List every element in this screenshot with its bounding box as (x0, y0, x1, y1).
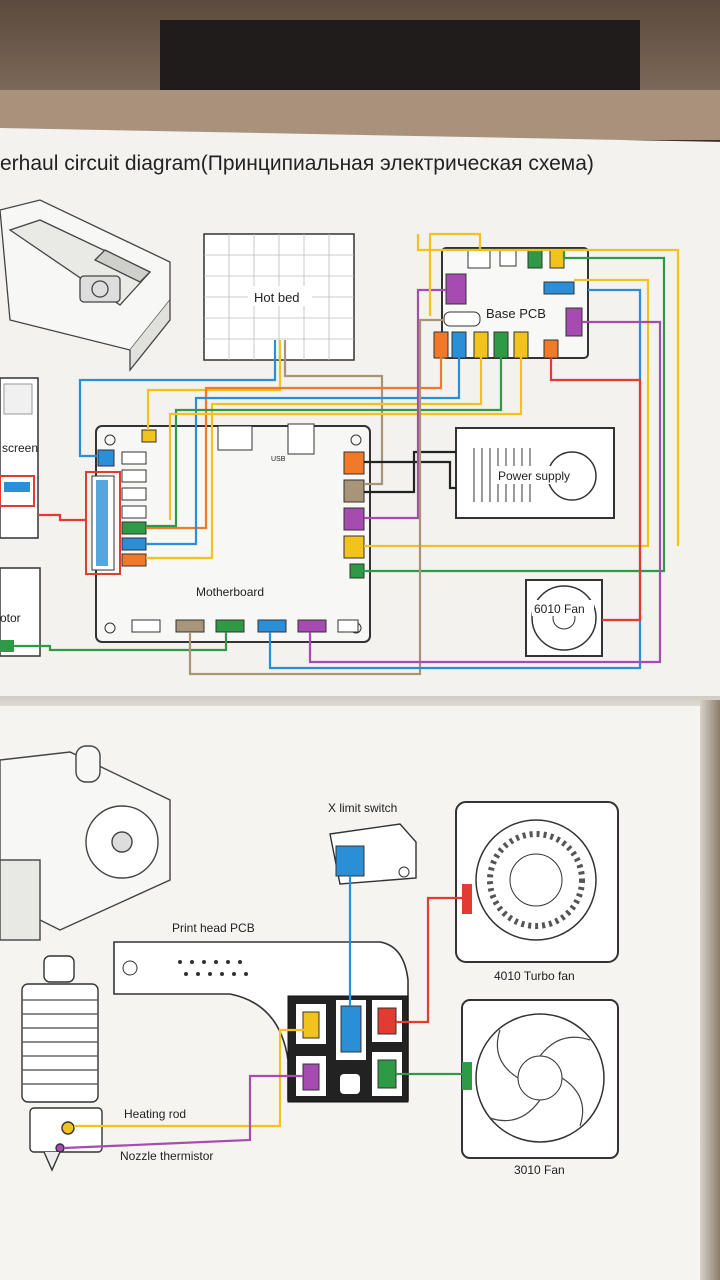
turbo-fan-4010-label: 4010 Turbo fan (494, 969, 575, 983)
fan-3010: 3010 Fan (461, 999, 619, 1177)
power-supply: Power supply (455, 427, 615, 519)
turbo-fan-4010: 4010 Turbo fan (455, 801, 619, 983)
hot-bed: Hot bed (203, 233, 355, 361)
print-head-pcb: Print head PCB (113, 921, 409, 1103)
motor: otor (0, 567, 41, 657)
print-head-pcb-label: Print head PCB (172, 921, 255, 935)
fan-3010-label: 3010 Fan (514, 1163, 565, 1177)
screen-module: screen (0, 377, 39, 539)
x-limit-switch-label: X limit switch (328, 801, 397, 815)
top-wiring (14, 232, 680, 676)
nozzle-thermistor-label: Nozzle thermistor (120, 1149, 213, 1163)
print-head-illustration (0, 745, 171, 941)
bottom-wiring (63, 876, 462, 1150)
motor-label: otor (0, 611, 21, 625)
usb-label: USB (271, 456, 286, 463)
motherboard: USB Motherboard (85, 423, 371, 643)
hot-bed-label: Hot bed (254, 290, 300, 305)
x-limit-switch: X limit switch (328, 801, 417, 885)
printer-frame-illustration (0, 199, 171, 372)
base-pcb: Base PCB (433, 247, 589, 359)
fan-6010-label: 6010 Fan (534, 602, 585, 616)
base-pcb-label: Base PCB (486, 306, 546, 321)
power-supply-label: Power supply (498, 469, 570, 483)
screen-label: screen (2, 441, 38, 455)
motherboard-label: Motherboard (196, 585, 264, 599)
fan-6010: 6010 Fan (525, 579, 603, 657)
book-edge (700, 700, 720, 1280)
page-title: erhaul circuit diagram(Принципиальная эл… (0, 152, 594, 175)
hot-end (21, 955, 103, 1172)
heating-rod-label: Heating rod (124, 1107, 186, 1121)
